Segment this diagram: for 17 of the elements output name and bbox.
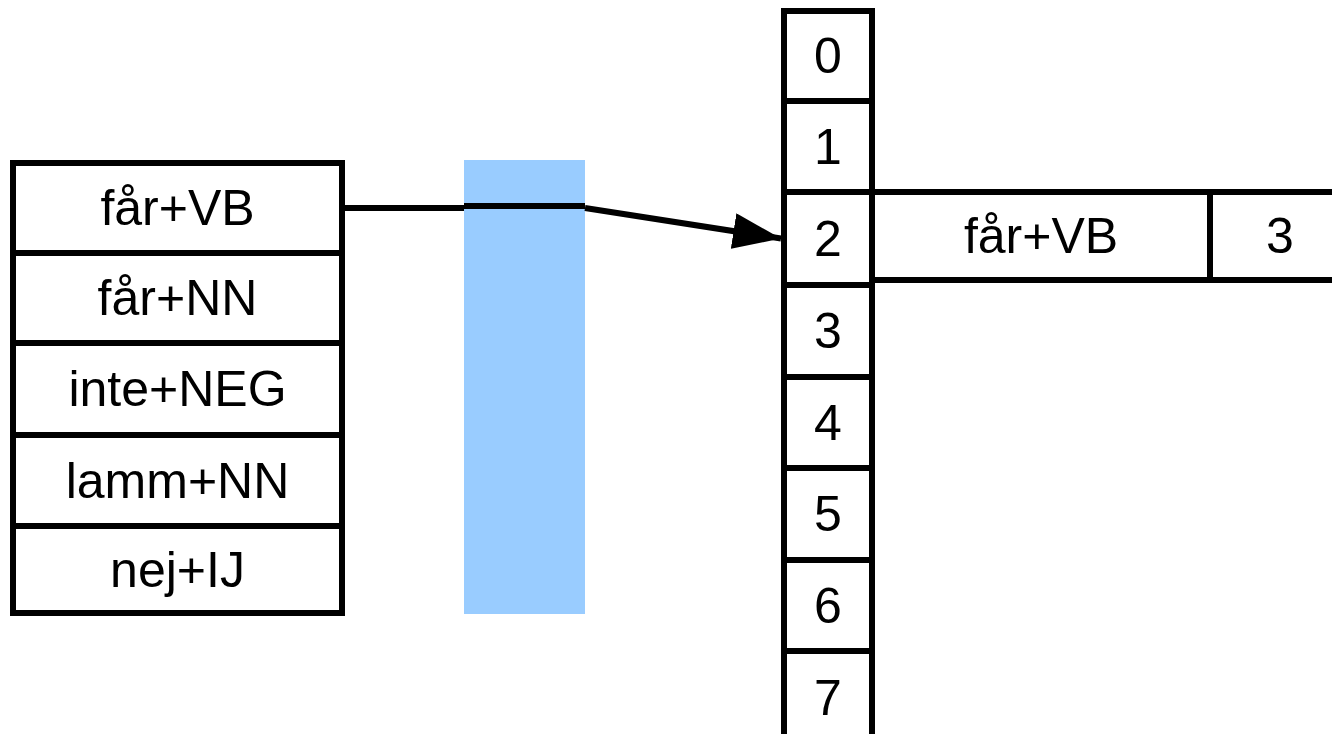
index-number: 5 xyxy=(814,489,842,539)
index-number: 6 xyxy=(814,580,842,631)
entry-text: nej+IJ xyxy=(110,544,245,595)
entry-text: får+VB xyxy=(100,183,255,233)
entry-text: 3 xyxy=(1266,211,1294,261)
vertical-bar xyxy=(464,160,585,614)
entry-text: lamm+NN xyxy=(65,455,290,506)
entry-text: får+NN xyxy=(97,273,258,323)
arrow xyxy=(584,205,782,249)
index-number: 4 xyxy=(814,397,842,448)
index-number: 3 xyxy=(814,306,842,356)
entry-text: inte+NEG xyxy=(68,364,287,414)
entry-text: får+VB xyxy=(963,211,1119,261)
index-number: 0 xyxy=(814,31,842,81)
index-number: 1 xyxy=(814,121,842,172)
index-number: 7 xyxy=(814,673,842,723)
index-number: 2 xyxy=(814,213,842,264)
